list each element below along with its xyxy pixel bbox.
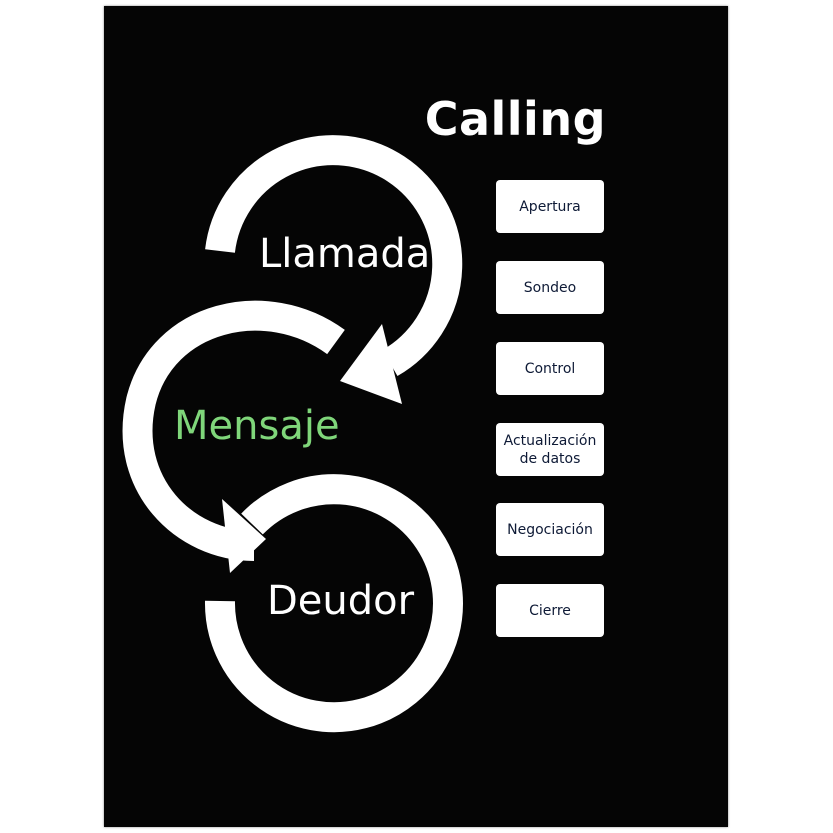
step-negociacion[interactable]: Negociación [496,503,604,556]
step-cierre[interactable]: Cierre [496,584,604,637]
llamada-arrowhead [340,324,402,404]
node-mensaje: Mensaje [174,403,340,449]
diagram-title: Calling [424,92,606,146]
step-apertura[interactable]: Apertura [496,180,604,233]
step-sondeo[interactable]: Sondeo [496,261,604,314]
llamada-cycle-arrow [205,135,463,376]
step-control[interactable]: Control [496,342,604,395]
cycle-arrows [122,135,463,733]
node-deudor: Deudor [267,578,415,624]
node-llamada: Llamada [259,231,431,277]
mensaje-arrowhead [222,499,266,573]
diagram-canvas: Calling Llamada Mensaje Deudor Apertura … [104,6,728,827]
mensaje-curve-arrow [122,300,345,561]
deudor-cycle-arrow [204,474,463,733]
step-actualizacion-de-datos[interactable]: Actualización de datos [496,423,604,476]
